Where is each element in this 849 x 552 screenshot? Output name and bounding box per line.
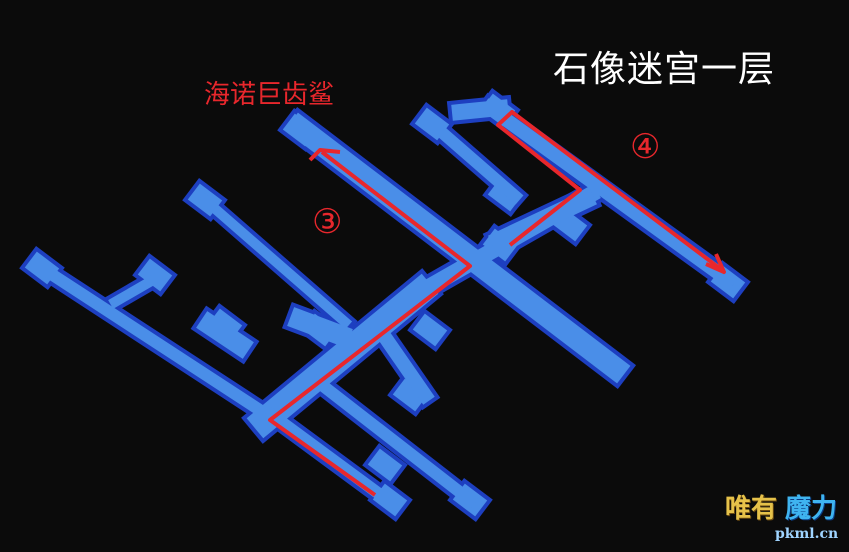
- corridor: [196, 311, 254, 359]
- watermark-logo: 唯有 魔力 pkml.cn: [725, 480, 845, 548]
- logo-text-left: 唯有: [725, 494, 778, 524]
- corridor: [33, 259, 281, 427]
- logo-text-right: 魔力: [785, 494, 838, 524]
- logo-url: pkml.cn: [775, 526, 839, 542]
- corridor: [246, 273, 439, 439]
- route-4: [496, 110, 724, 272]
- room: [407, 307, 453, 353]
- route-marker-3: ③: [312, 202, 343, 242]
- route-3: [268, 150, 472, 497]
- corridor: [370, 320, 435, 405]
- corridor: [263, 406, 399, 511]
- corridor: [284, 112, 631, 384]
- corridor: [451, 99, 509, 121]
- route-3-arrowhead: [308, 148, 341, 162]
- corridor: [197, 192, 353, 330]
- map-title: 石像迷宫一层: [553, 49, 776, 90]
- boss-label: 海诺巨齿鲨: [204, 80, 335, 110]
- route-marker-4: ④: [630, 127, 661, 167]
- routes: [268, 110, 726, 497]
- corridor: [108, 269, 167, 309]
- corridor: [309, 373, 479, 509]
- route-4-arrowhead: [705, 253, 726, 274]
- room: [362, 442, 408, 488]
- corridor: [421, 113, 524, 205]
- corridor: [480, 98, 738, 290]
- corridor: [287, 307, 353, 348]
